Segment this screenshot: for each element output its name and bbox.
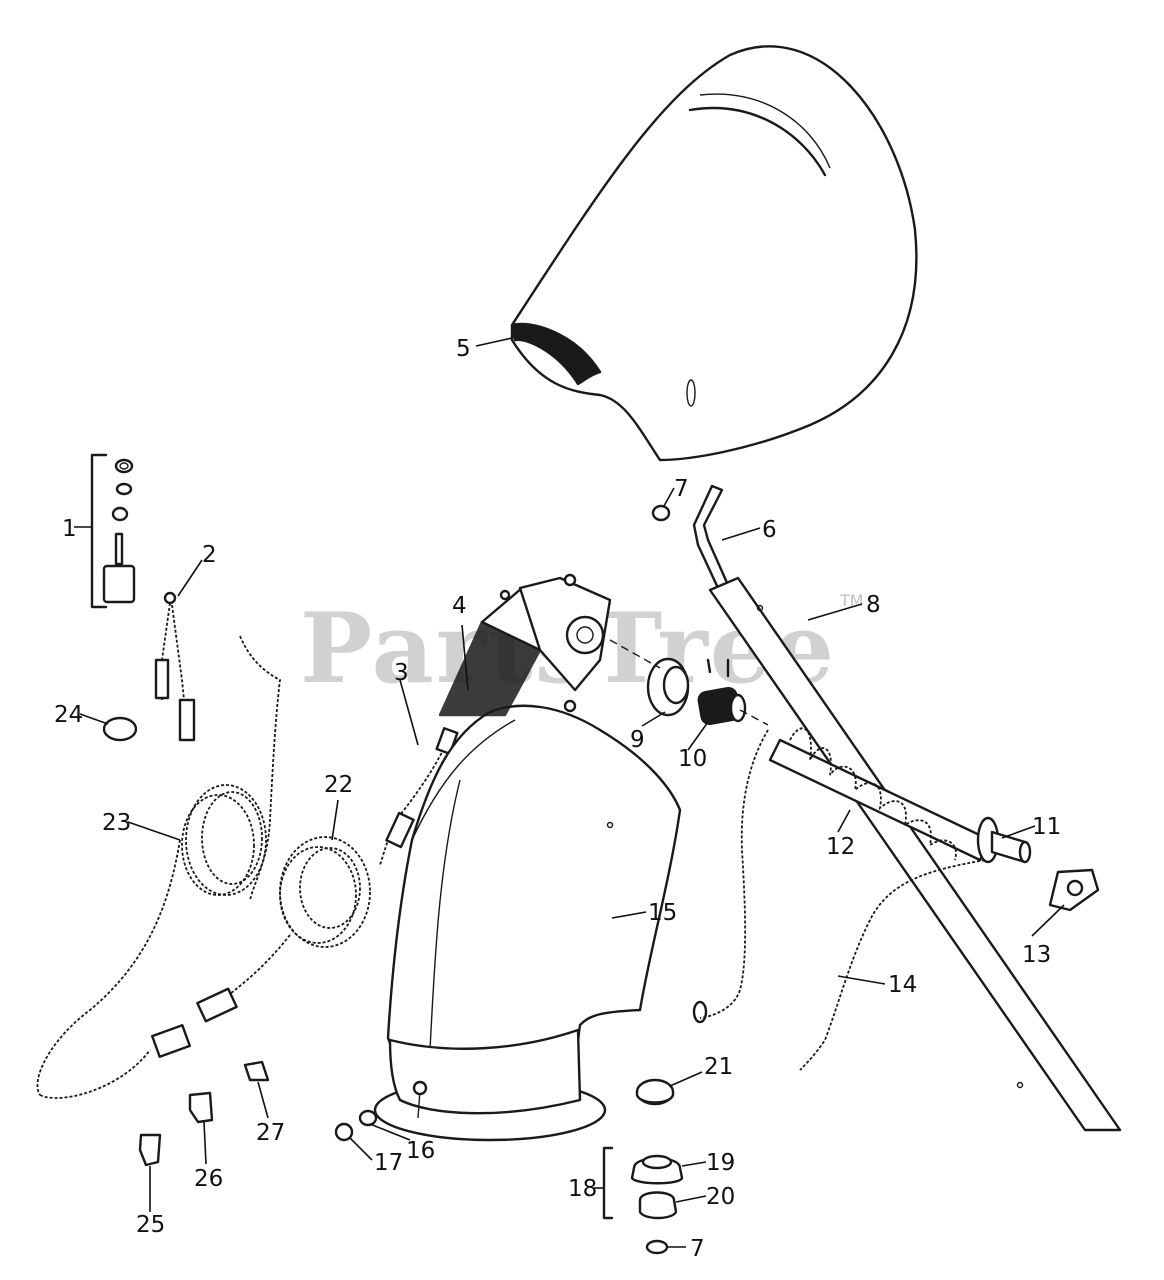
callout-1: 1 <box>62 516 77 542</box>
callout-27: 27 <box>256 1120 285 1146</box>
callout-6: 6 <box>762 517 777 543</box>
callout-2: 2 <box>202 542 217 568</box>
part-5-deflector-hood <box>510 45 918 462</box>
part-16-washer <box>358 1109 378 1127</box>
part-15-chute-body <box>373 704 682 1142</box>
callout-21: 21 <box>704 1054 733 1080</box>
part-7-washer-lower <box>645 1239 669 1255</box>
part-26-clip <box>188 1091 214 1124</box>
part-9-bushing <box>646 657 690 717</box>
leader-lines <box>74 337 1065 1248</box>
part-3-wire-lead <box>379 734 451 866</box>
part-18-knob-group <box>602 1146 684 1220</box>
callout-5: 5 <box>456 336 471 362</box>
part-27-clip <box>243 1060 270 1082</box>
part-2-connector <box>154 591 196 742</box>
callout-9: 9 <box>630 727 645 753</box>
callout-17: 17 <box>374 1150 403 1176</box>
part-8-plate <box>708 576 1122 1132</box>
part-12-cable-spiral <box>768 727 992 862</box>
callout-20: 20 <box>706 1184 735 1210</box>
connector-lower-a <box>151 1023 191 1059</box>
callout-4: 4 <box>452 593 467 619</box>
wire-harness-upper <box>239 635 281 901</box>
part-1-switch-kit <box>90 453 136 609</box>
part-23-coil-wire <box>36 784 267 1096</box>
part-10-coupler <box>697 687 747 725</box>
callout-19: 19 <box>706 1150 735 1176</box>
callout-22: 22 <box>324 772 353 798</box>
callout-25: 25 <box>136 1212 165 1238</box>
part-21-cap <box>635 1078 675 1106</box>
callout-8: 8 <box>866 592 881 618</box>
callout-7-upper: 7 <box>674 476 689 502</box>
part-4-motor <box>438 573 612 717</box>
callout-26: 26 <box>194 1166 223 1192</box>
part-14-cable <box>799 859 986 1071</box>
callout-13: 13 <box>1022 942 1051 968</box>
part-6-bracket <box>692 484 730 590</box>
callout-labels: 1 2 3 4 5 6 7 8 9 10 11 12 13 14 15 16 1… <box>54 336 1061 1262</box>
part-22-coil <box>214 836 371 1006</box>
callout-12: 12 <box>826 834 855 860</box>
part-7-washer-upper <box>651 504 671 522</box>
callout-15: 15 <box>648 900 677 926</box>
part-25-clip <box>138 1133 162 1167</box>
callout-16: 16 <box>406 1138 435 1164</box>
callout-11: 11 <box>1032 814 1061 840</box>
callout-14: 14 <box>888 972 917 998</box>
connector-lower-b <box>196 987 238 1023</box>
part-13-mount-bracket <box>1048 868 1100 912</box>
callout-18: 18 <box>568 1176 597 1202</box>
callout-7-lower: 7 <box>690 1236 705 1262</box>
part-11-shaft-end <box>976 816 1032 864</box>
part-24-grommet <box>102 716 138 742</box>
callout-10: 10 <box>678 746 707 772</box>
part-17-nut <box>334 1122 354 1142</box>
callout-3: 3 <box>394 660 409 686</box>
callout-24: 24 <box>54 702 83 728</box>
callout-23: 23 <box>102 810 131 836</box>
